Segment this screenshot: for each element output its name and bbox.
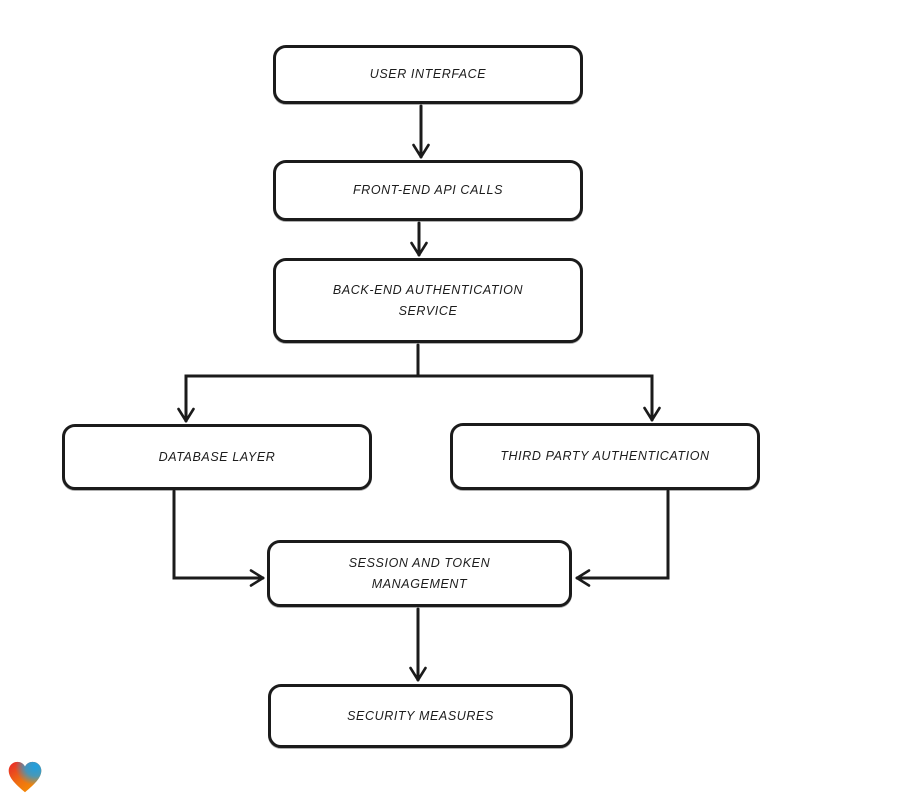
- node-user-interface[interactable]: USER INTERFACE: [273, 45, 583, 104]
- edge-database-layer-to-session-and-token-management: [172, 489, 265, 587]
- node-database-layer[interactable]: DATABASE LAYER: [62, 424, 372, 490]
- node-security-measures-label: SECURITY MEASURES: [347, 708, 494, 723]
- node-front-end-api-calls[interactable]: FRONT-END API CALLS: [273, 160, 583, 221]
- node-back-end-authentication-service[interactable]: BACK-END AUTHENTICATION SERVICE: [273, 258, 583, 343]
- edge-back-end-authentication-service-to-database-layer: [177, 374, 420, 423]
- node-session-and-token-management[interactable]: SESSION AND TOKEN MANAGEMENT: [267, 540, 572, 607]
- node-session-and-token-management-label: SESSION AND TOKEN MANAGEMENT: [348, 555, 491, 591]
- heart-logo[interactable]: [7, 760, 43, 794]
- node-database-layer-label: DATABASE LAYER: [158, 449, 276, 464]
- edge-third-party-authentication-to-session-and-token-management: [575, 489, 670, 587]
- node-security-measures[interactable]: SECURITY MEASURES: [268, 684, 573, 748]
- heart-shape-blue-overlay: [8, 761, 42, 793]
- edge-back-end-authentication-service-to-third-party-authentication: [416, 374, 661, 422]
- node-third-party-authentication[interactable]: THIRD PARTY AUTHENTICATION: [450, 423, 760, 490]
- node-user-interface-label: USER INTERFACE: [369, 67, 487, 81]
- node-third-party-authentication-label: THIRD PARTY AUTHENTICATION: [500, 449, 710, 463]
- node-front-end-api-calls-label: FRONT-END API CALLS: [352, 183, 504, 197]
- node-back-end-authentication-service-label: BACK-END AUTHENTICATION SERVICE: [332, 282, 524, 318]
